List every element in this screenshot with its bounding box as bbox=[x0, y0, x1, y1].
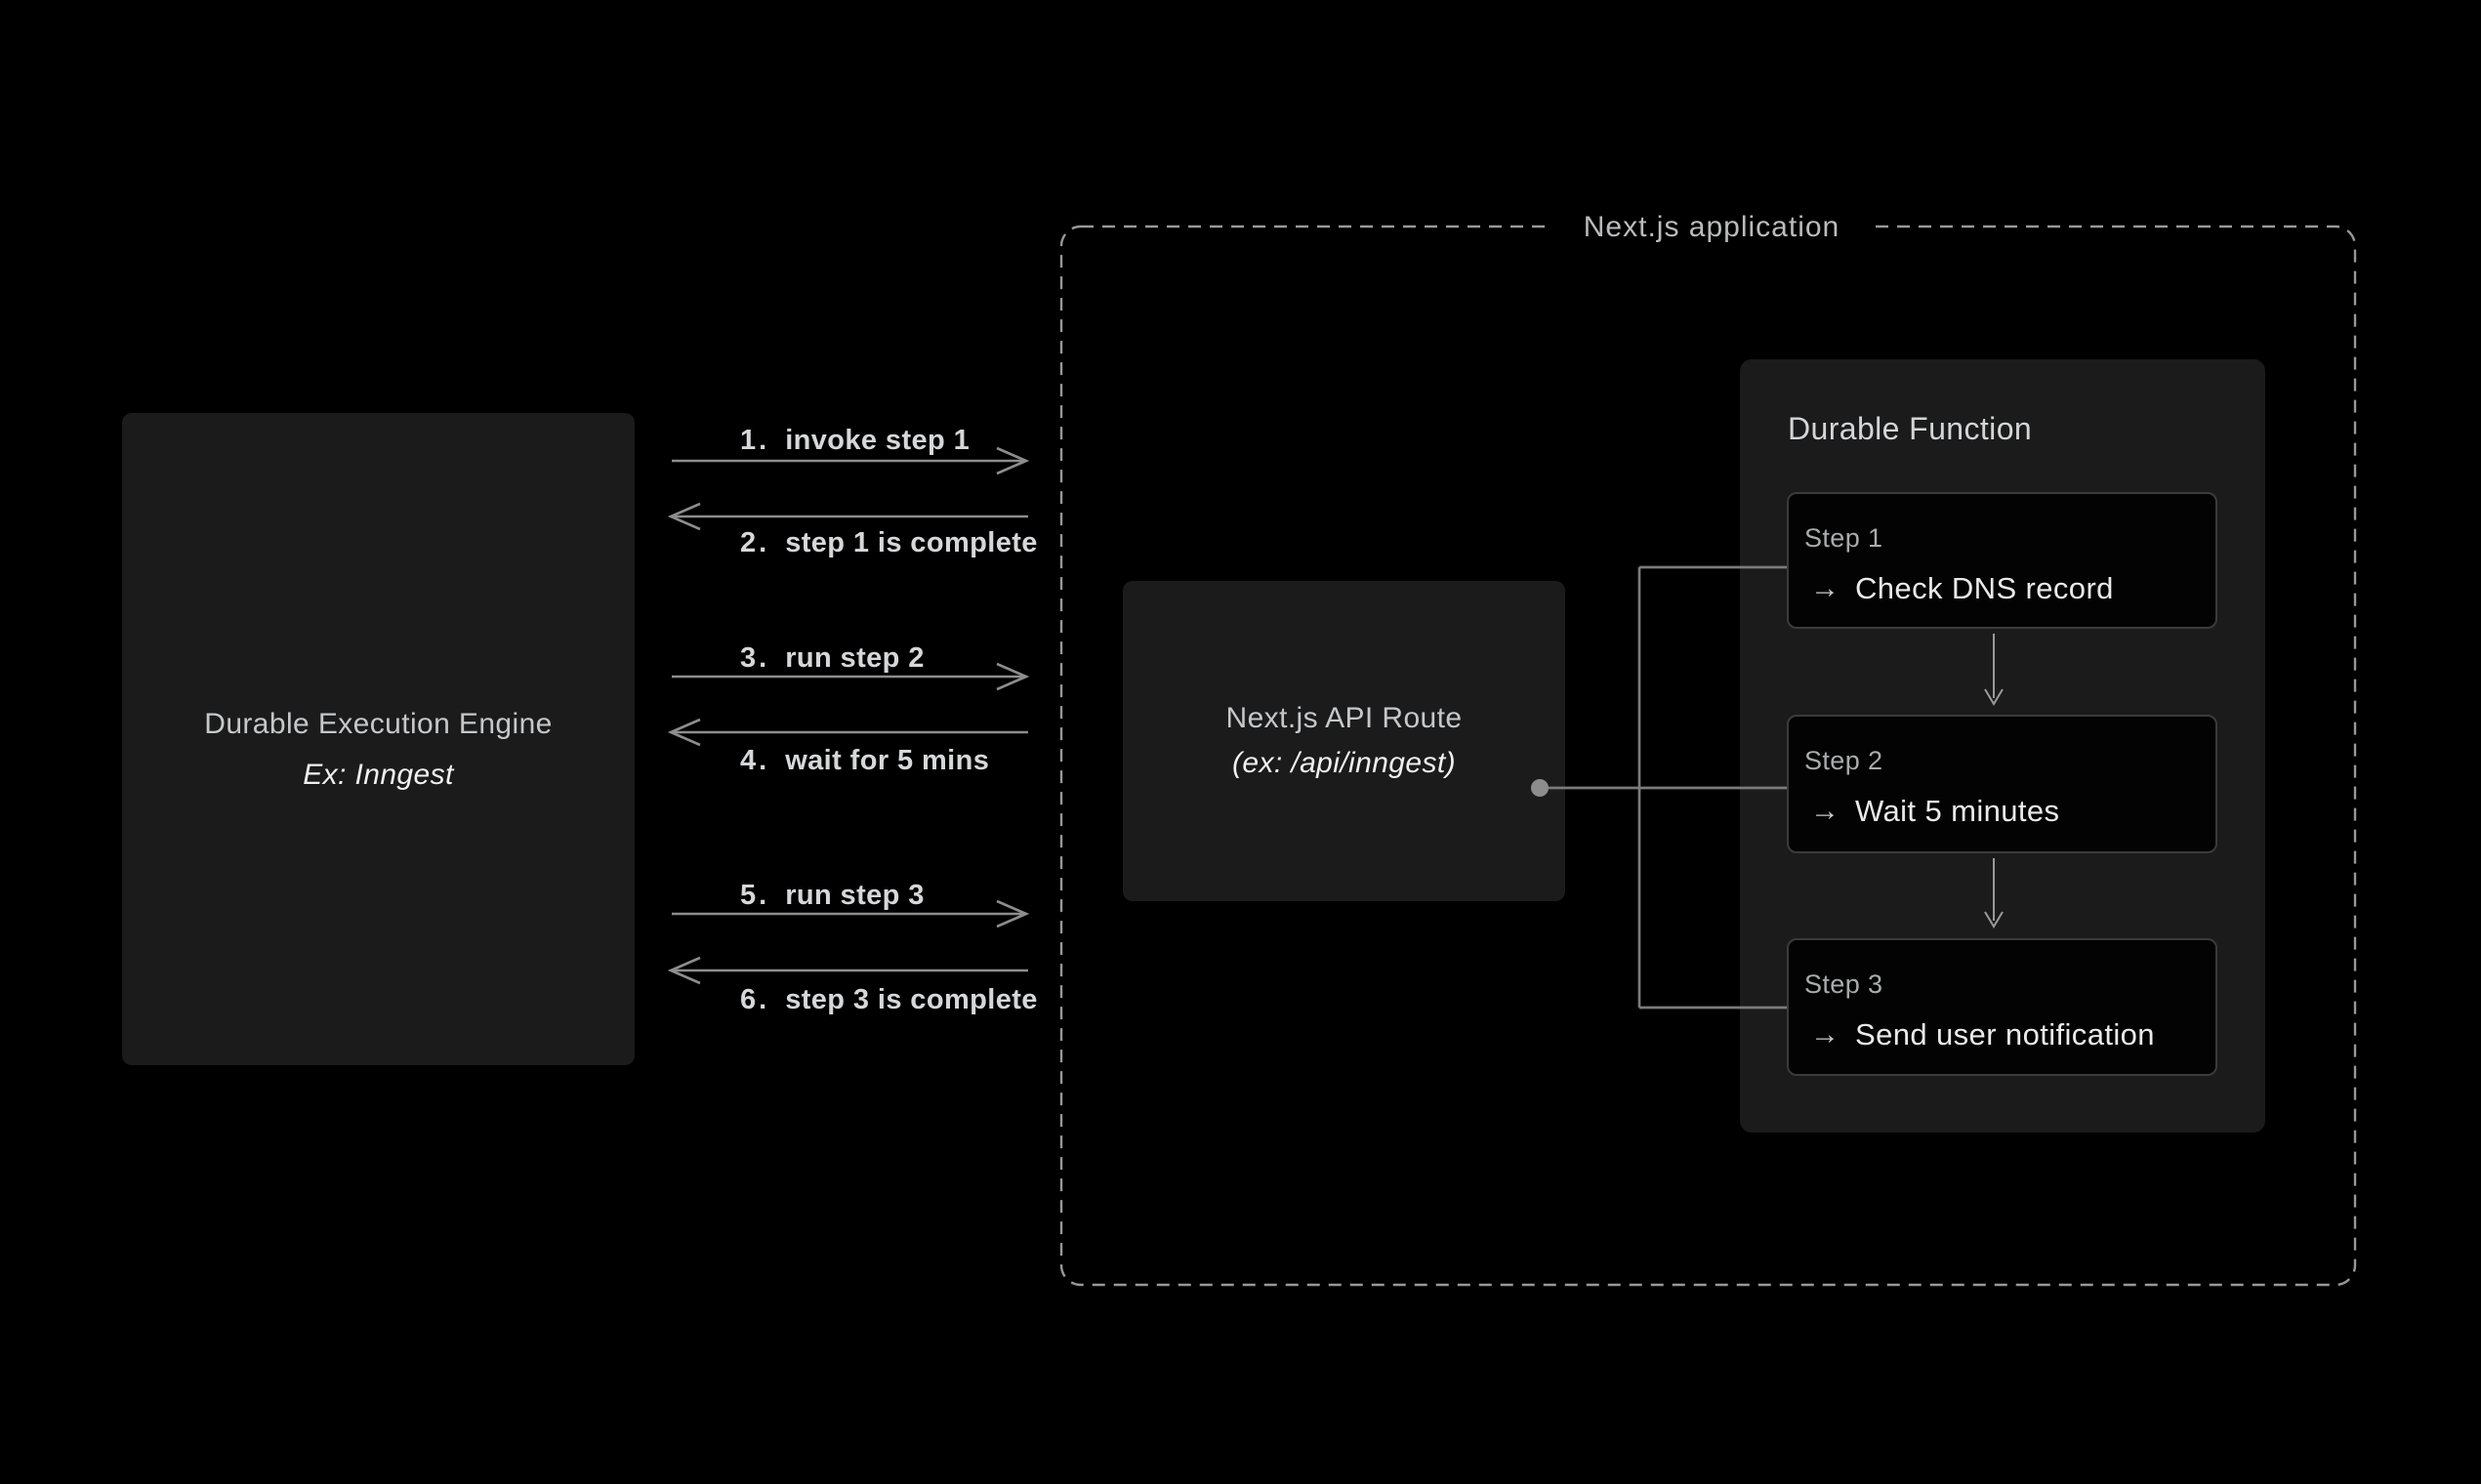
message-number: 1. bbox=[740, 425, 770, 456]
message-text: invoke step 1 bbox=[785, 425, 971, 456]
message-label-1: 1. invoke step 1 bbox=[740, 426, 970, 455]
durable-function-title: Durable Function bbox=[1788, 411, 2033, 446]
message-number: 6. bbox=[740, 984, 770, 1015]
arrow-right-icon: → bbox=[1810, 795, 1840, 827]
message-number: 4. bbox=[740, 745, 770, 776]
message-number: 2. bbox=[740, 527, 770, 558]
message-text: run step 3 bbox=[785, 880, 925, 911]
arrow-right-icon: → bbox=[1810, 1018, 1840, 1051]
engine-box-title: Durable Execution Engine bbox=[204, 708, 553, 740]
step-box-2: Step 2 → Wait 5 minutes bbox=[1787, 715, 2217, 853]
step-box-1: Step 1 → Check DNS record bbox=[1787, 492, 2217, 629]
message-number: 5. bbox=[740, 880, 770, 911]
step-action-text: Check DNS record bbox=[1855, 571, 2114, 605]
step-label: Step 2 bbox=[1804, 746, 1883, 775]
api-route-subtitle: (ex: /api/inngest) bbox=[1232, 747, 1456, 779]
nextjs-application-label: Next.js application bbox=[1550, 203, 1874, 252]
step-label: Step 3 bbox=[1804, 969, 1883, 999]
step-action-row: → Check DNS record bbox=[1810, 570, 2114, 607]
message-text: wait for 5 mins bbox=[785, 745, 990, 776]
message-text: run step 2 bbox=[785, 642, 925, 674]
api-route-title: Next.js API Route bbox=[1225, 702, 1463, 734]
step-action-row: → Wait 5 minutes bbox=[1810, 793, 2059, 830]
message-label-5: 5. run step 3 bbox=[740, 881, 925, 910]
engine-box-subtitle: Ex: Inngest bbox=[303, 759, 454, 791]
step-action-text: Send user notification bbox=[1855, 1017, 2155, 1051]
message-arrow-2-left bbox=[667, 502, 1028, 531]
message-arrow-4-left bbox=[667, 718, 1028, 747]
message-arrow-6-left bbox=[667, 956, 1028, 985]
step-label: Step 1 bbox=[1804, 523, 1883, 553]
message-text: step 3 is complete bbox=[785, 984, 1038, 1015]
message-label-3: 3. run step 2 bbox=[740, 643, 925, 673]
durable-execution-engine-box: Durable Execution Engine Ex: Inngest bbox=[122, 413, 635, 1065]
message-label-4: 4. wait for 5 mins bbox=[740, 746, 989, 775]
message-label-2: 2. step 1 is complete bbox=[740, 528, 1038, 557]
step-action-text: Wait 5 minutes bbox=[1855, 794, 2060, 828]
nextjs-api-route-box: Next.js API Route (ex: /api/inngest) bbox=[1123, 581, 1565, 901]
message-text: step 1 is complete bbox=[785, 527, 1038, 558]
arrow-right-icon: → bbox=[1810, 572, 1840, 604]
step-action-row: → Send user notification bbox=[1810, 1016, 2155, 1053]
step-box-3: Step 3 → Send user notification bbox=[1787, 938, 2217, 1076]
durable-function-panel: Durable Function Step 1 → Check DNS reco… bbox=[1740, 359, 2265, 1133]
message-number: 3. bbox=[740, 642, 770, 674]
message-label-6: 6. step 3 is complete bbox=[740, 985, 1038, 1014]
